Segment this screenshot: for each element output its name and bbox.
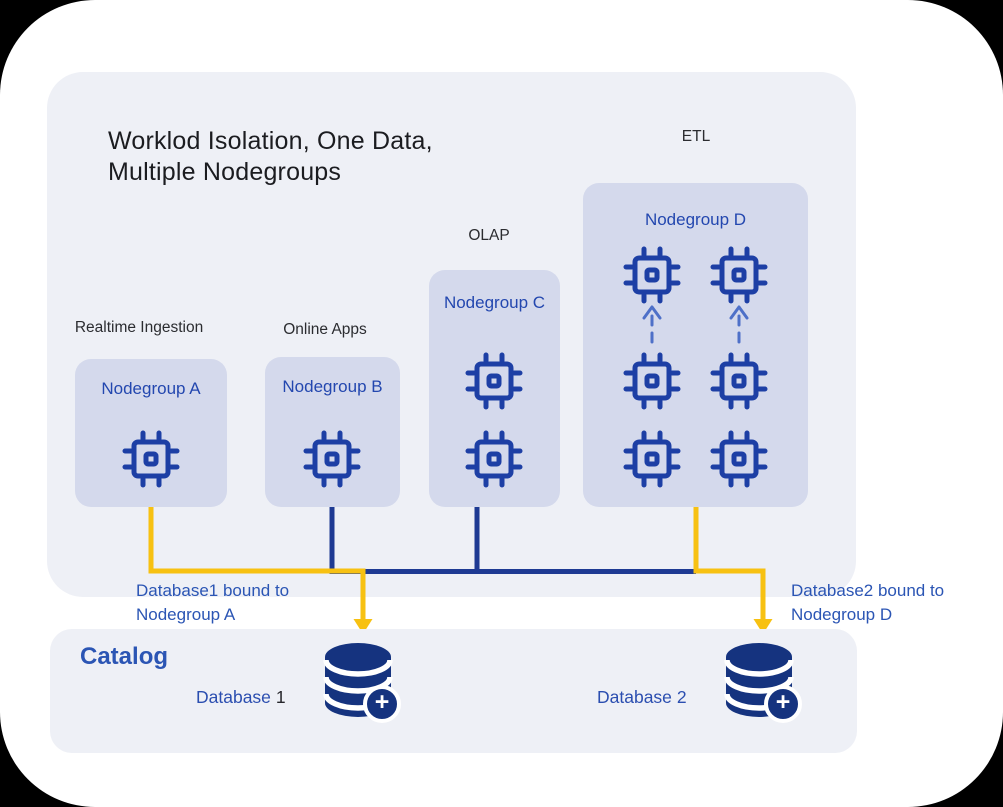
binding-note-db2-line1: Database2 bound to <box>791 581 945 600</box>
database-plus-icon: + <box>724 643 802 723</box>
database-1-name: Database <box>196 687 271 707</box>
nodegroup-a-card: Nodegroup A <box>75 359 227 507</box>
database-2-number: 2 <box>676 687 687 707</box>
workload-label-olap: OLAP <box>468 227 510 244</box>
cpu-chip-icon <box>710 352 768 410</box>
nodegroup-a-label: Nodegroup A <box>101 379 201 398</box>
plus-icon: + <box>764 685 802 723</box>
plus-icon: + <box>363 685 401 723</box>
cpu-chip-icon <box>303 430 361 488</box>
nodegroup-c-card: Nodegroup C <box>429 270 560 507</box>
database-1-number: 1 <box>275 687 286 707</box>
binding-note-db1-line2: Nodegroup A <box>136 605 236 624</box>
binding-note-db1-line1: Database1 bound to <box>136 581 290 600</box>
nodegroup-d-label: Nodegroup D <box>644 210 747 229</box>
diagram-title: Worklod Isolation, One Data, Multiple No… <box>108 126 433 188</box>
cpu-chip-icon <box>623 430 681 488</box>
catalog-title: Catalog <box>80 643 169 670</box>
cpu-chip-icon <box>710 430 768 488</box>
cpu-chip-icon <box>710 246 768 304</box>
cpu-chip-icon <box>623 352 681 410</box>
database-2-name: Database <box>597 687 672 707</box>
nodegroup-c-label: Nodegroup C <box>443 293 546 312</box>
title-line-1: Worklod Isolation, One Data, <box>108 127 433 155</box>
workload-label-etl: ETL <box>681 128 711 145</box>
cpu-chip-icon <box>465 352 523 410</box>
dashed-up-arrow-icon <box>642 305 662 352</box>
nodegroup-b-label: Nodegroup B <box>282 377 383 396</box>
cpu-chip-icon <box>465 430 523 488</box>
binding-note-db1: Database1 bound to Nodegroup A <box>136 579 289 627</box>
nodegroup-d-card: Nodegroup D <box>583 183 808 507</box>
workload-label-online-apps: Online Apps <box>283 321 367 338</box>
nodegroup-b-card: Nodegroup B <box>265 357 400 507</box>
binding-note-db2: Database2 bound to Nodegroup D <box>791 579 944 627</box>
binding-note-db2-line2: Nodegroup D <box>791 605 893 624</box>
database-plus-icon: + <box>323 643 401 723</box>
title-line-2: Multiple Nodegroups <box>108 158 342 186</box>
catalog-panel <box>50 629 857 753</box>
workload-label-realtime-ingestion: Realtime Ingestion <box>74 319 204 336</box>
cpu-chip-icon <box>623 246 681 304</box>
dashed-up-arrow-icon <box>729 305 749 352</box>
cpu-chip-icon <box>122 430 180 488</box>
